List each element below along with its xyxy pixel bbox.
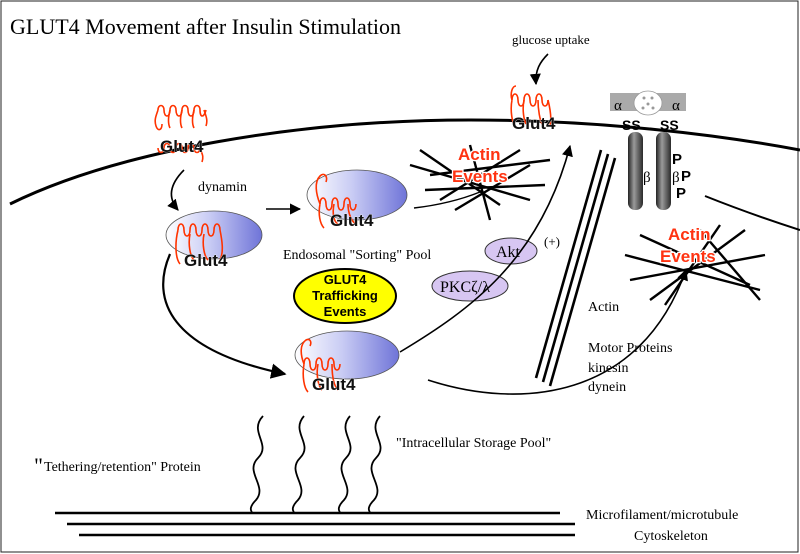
cytoskeleton-lines	[55, 511, 575, 537]
receptor-beta-left: β	[643, 170, 651, 186]
motor-proteins-line3: dynein	[588, 380, 626, 395]
receptor-alpha-right: α	[672, 98, 680, 114]
cytoskeleton-line2: Cytoskeleton	[634, 529, 708, 544]
dynamin-label: dynamin	[198, 180, 247, 195]
actin-events-top-line2: Events	[452, 167, 508, 186]
vesicle-storage-glut4	[300, 338, 341, 393]
receptor-beta-right: β	[672, 170, 680, 186]
phospho-p-1: P	[672, 151, 682, 168]
akt-label: Akt	[496, 244, 521, 261]
vesicle-sorting-glut4	[315, 173, 357, 229]
endosomal-pool-label: Endosomal "Sorting" Pool	[283, 248, 431, 263]
arrow-to-storage	[162, 253, 287, 379]
cytoskeleton-line1: Microfilament/microtubule	[586, 508, 738, 523]
glut4-label-membrane-left: Glut4	[160, 137, 204, 156]
actin-events-right-line2: Events	[660, 247, 716, 266]
actin-events-top-line1: Actin	[458, 145, 501, 164]
pkc-label: PKCζ/λ	[440, 279, 490, 296]
actin-cluster-top	[409, 144, 551, 221]
membrane-glut4-top	[510, 85, 552, 129]
cell-membrane	[9, 118, 800, 206]
motor-proteins-line1: Motor Proteins	[588, 341, 672, 356]
arrow-sorting-to-actin	[413, 191, 481, 209]
vesicle-left-glut4	[175, 223, 224, 265]
arrow-storage-to-actin-right	[427, 268, 688, 395]
pkc-badge	[431, 270, 509, 302]
diagram-title: GLUT4 Movement after Insulin Stimulation	[10, 14, 401, 39]
motor-proteins-line2: kinesin	[588, 361, 628, 376]
glut4-label-membrane-top: Glut4	[512, 114, 556, 133]
receptor-ss-left: SS	[622, 117, 641, 133]
actin-cluster-right	[624, 224, 766, 306]
storage-pool-label: "Intracellular Storage Pool"	[396, 436, 551, 451]
trafficking-line3: Events	[324, 304, 367, 319]
glut4-label-storage: Glut4	[312, 375, 356, 394]
phospho-p-2: P	[681, 168, 691, 185]
membrane-glut4-left	[154, 104, 208, 163]
receptor-ss-right: SS	[660, 117, 679, 133]
tethering-label: Tethering/retention" Protein	[44, 460, 201, 475]
tethering-open-quote: "	[34, 453, 43, 478]
glut4-label-vesicle-left: Glut4	[184, 251, 228, 270]
actin-events-right-line1: Actin	[668, 225, 711, 244]
plus-label: (+)	[544, 234, 560, 249]
insulin-receptor	[610, 90, 686, 210]
arrow-storage-to-membrane	[399, 144, 573, 353]
trafficking-line1: GLUT4	[324, 272, 367, 287]
trafficking-events-badge	[293, 268, 397, 324]
cell-membrane-right	[704, 195, 800, 231]
glucose-uptake-arrow	[529, 53, 549, 86]
dynamin-arrow	[167, 169, 185, 211]
phospho-p-3: P	[676, 185, 686, 202]
tethering-proteins	[249, 415, 382, 513]
vesicle-storage	[294, 330, 400, 380]
glut4-label-sorting: Glut4	[330, 211, 374, 230]
actin-label: Actin	[588, 300, 619, 315]
actin-tracks	[534, 149, 617, 387]
trafficking-line2: Trafficking	[312, 288, 378, 303]
receptor-alpha-left: α	[614, 98, 622, 114]
glucose-uptake-label: glucose uptake	[512, 32, 590, 47]
